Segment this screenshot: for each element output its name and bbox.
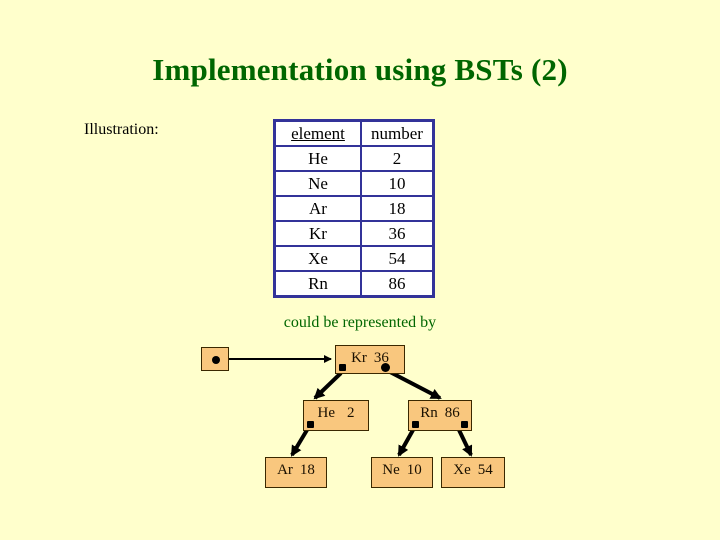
table-row: Rn 86 xyxy=(273,270,435,298)
tree-node-ne-symbol: Ne xyxy=(382,462,400,478)
table-row: He 2 xyxy=(273,145,435,172)
tree-node-kr: Kr 36 xyxy=(335,345,405,374)
table-header-number-label: number xyxy=(371,124,423,143)
pointer-dot-icon xyxy=(212,356,220,364)
table-cell-element: Rn xyxy=(273,270,362,298)
tree-node-rn-number: 86 xyxy=(444,405,460,421)
table-cell-element: Xe xyxy=(273,245,362,272)
pointer-dot-icon xyxy=(307,421,314,428)
table-header-element: element xyxy=(273,119,362,147)
tree-node-ar: Ar 18 xyxy=(265,457,327,488)
tree-node-xe-number: 54 xyxy=(477,462,493,478)
tree-node-ne-label: Ne 10 xyxy=(372,460,432,480)
root-pointer-box xyxy=(201,347,229,371)
pointer-dot-icon xyxy=(461,421,468,428)
tree-node-ne-number: 10 xyxy=(406,462,422,478)
tree-node-kr-label: Kr 36 xyxy=(336,348,404,368)
tree-node-xe: Xe 54 xyxy=(441,457,505,488)
edge-he-to-ar xyxy=(290,428,309,457)
illustration-label: Illustration: xyxy=(84,121,159,138)
table-header-row: element number xyxy=(273,119,435,147)
edge-kr-to-he xyxy=(313,371,343,400)
table-cell-number: 10 xyxy=(360,170,435,197)
pointer-dot-icon xyxy=(339,364,346,371)
table-cell-element: He xyxy=(273,145,362,172)
pointer-dot-icon xyxy=(412,421,419,428)
tree-node-he-number: 2 xyxy=(347,405,355,421)
table-header-element-label: element xyxy=(291,124,345,143)
tree-node-ar-symbol: Ar xyxy=(277,462,293,478)
tree-node-ar-label: Ar 18 xyxy=(266,460,326,480)
table-cell-element: Ar xyxy=(273,195,362,222)
tree-node-kr-number: 36 xyxy=(373,350,389,366)
tree-node-rn-symbol: Rn xyxy=(420,405,438,421)
table-cell-number: 2 xyxy=(360,145,435,172)
tree-node-xe-symbol: Xe xyxy=(453,462,471,478)
tree-node-he-label: He 2 xyxy=(304,403,368,423)
tree-node-ne: Ne 10 xyxy=(371,457,433,488)
edge-rn-to-ne xyxy=(397,429,415,457)
table-header-number: number xyxy=(360,119,435,147)
table-cell-number: 36 xyxy=(360,220,435,247)
edge-rn-to-xe xyxy=(457,429,473,457)
tree-node-he: He 2 xyxy=(303,400,369,431)
edge-kr-to-rn xyxy=(389,370,442,400)
table-row: Ar 18 xyxy=(273,195,435,222)
page-title: Implementation using BSTs (2) xyxy=(152,52,568,87)
table-cell-number: 18 xyxy=(360,195,435,222)
tree-node-kr-symbol: Kr xyxy=(351,350,367,366)
tree-node-ar-number: 18 xyxy=(299,462,315,478)
element-number-table: element number He 2 Ne 10 Ar 18 Kr 36 xyxy=(273,119,435,298)
table-cell-element: Ne xyxy=(273,170,362,197)
tree-node-xe-label: Xe 54 xyxy=(442,460,504,480)
tree-node-rn-label: Rn 86 xyxy=(409,403,471,423)
tree-node-rn: Rn 86 xyxy=(408,400,472,431)
table-cell-number: 54 xyxy=(360,245,435,272)
table-row: Ne 10 xyxy=(273,170,435,197)
pointer-dot-icon xyxy=(381,363,390,372)
table-row: Xe 54 xyxy=(273,245,435,272)
table-row: Kr 36 xyxy=(273,220,435,247)
table-cell-element: Kr xyxy=(273,220,362,247)
tree-caption: could be represented by xyxy=(283,314,437,331)
table-cell-number: 86 xyxy=(360,270,435,298)
tree-node-he-symbol: He xyxy=(317,405,336,421)
